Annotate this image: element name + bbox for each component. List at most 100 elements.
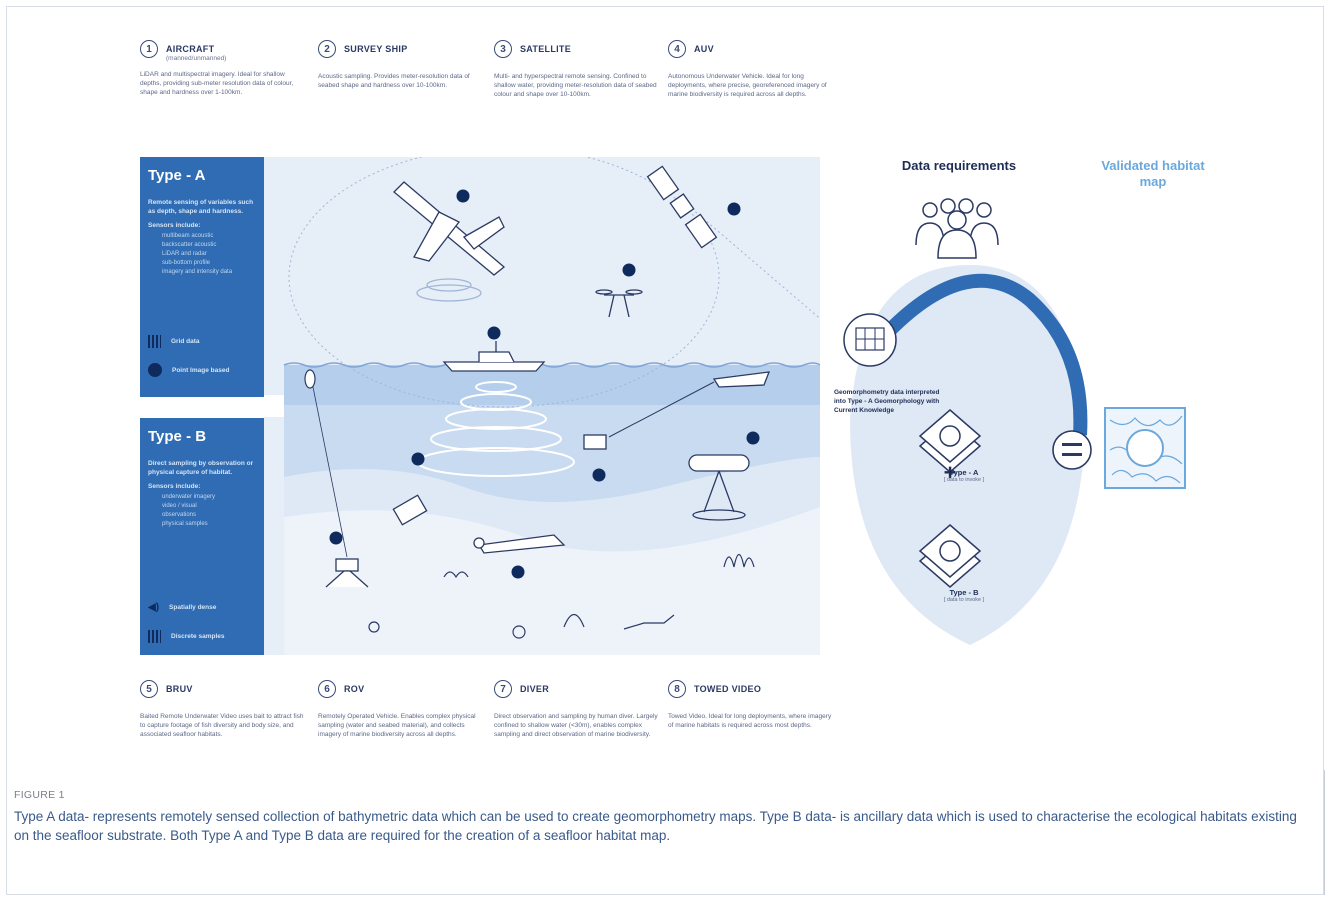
marker-2-ship <box>487 326 501 340</box>
type-b-description: Direct sampling by observation or physic… <box>148 460 254 476</box>
figure-label: FIGURE 1 <box>14 789 65 801</box>
legend-description: Remotely Operated Vehicle. Enables compl… <box>318 713 476 738</box>
marker-4-auv <box>746 431 760 445</box>
legend-description: Direct observation and sampling by human… <box>494 713 658 738</box>
figure-caption: FIGURE 1 Type A data- represents remotel… <box>14 789 1314 845</box>
rov-icon <box>392 494 428 526</box>
requirements-diagram: + <box>843 198 1186 645</box>
legend-number: 7 <box>494 680 512 698</box>
sensor-item: physical samples <box>162 521 208 527</box>
legend-description: Autonomous Underwater Vehicle. Ideal for… <box>668 73 827 98</box>
type-a-sensor-list: multibeam acoustic backscatter acoustic … <box>148 232 256 277</box>
survey-scene-illustration <box>264 157 820 655</box>
legend-subtitle: (manned/unmanned) <box>166 55 227 62</box>
towed-video-icon <box>583 434 607 450</box>
sensor-item: video / visual <box>162 503 197 509</box>
legend-number: 1 <box>140 40 158 58</box>
seafloor-front <box>284 507 820 655</box>
interpretation-arc <box>885 273 1088 436</box>
sensor-item: LiDAR and radar <box>162 251 207 257</box>
key-label: Discrete samples <box>171 633 225 640</box>
marker-5-bruv <box>329 531 343 545</box>
panel-gap <box>264 395 284 417</box>
type-a-title: Type - A <box>148 167 206 184</box>
legend-title: SATELLITE <box>520 44 572 54</box>
legend-survey-ship: 2 SURVEY SHIP Acoustic sampling. Provides… <box>318 40 483 90</box>
sensor-item: sub-bottom profile <box>162 260 211 266</box>
orbit-path <box>288 157 720 408</box>
caption-text: Type A data- represents remotely sensed … <box>14 809 1297 843</box>
type-a-key-point: Point Image based <box>148 363 229 377</box>
discrete-key-icon <box>148 630 161 643</box>
tow-cable <box>608 381 715 438</box>
key-label: Spatially dense <box>169 604 217 611</box>
type-b-layer-icon <box>918 524 982 588</box>
point-key-icon <box>148 363 162 377</box>
marker-1-aircraft <box>456 189 470 203</box>
type-a-description: Remote sensing of variables such as dept… <box>148 199 254 215</box>
type-b-panel: Type - B Direct sampling by observation … <box>140 418 264 655</box>
sensor-item: multibeam acoustic <box>162 233 214 239</box>
legend-towed-video: 8 TOWED VIDEO Towed Video. Ideal for long… <box>668 680 833 730</box>
buoy-icon <box>304 369 316 389</box>
type-a-note: [ data to invoke ] <box>943 477 985 483</box>
figure-frame <box>6 6 1324 895</box>
key-label: Point Image based <box>172 366 230 374</box>
geomorphometry-text: Geomorphometry data interpreted into Typ… <box>834 389 940 414</box>
validated-map-title: Validated habitat map <box>1101 158 1205 189</box>
equals-icon <box>1052 430 1092 470</box>
diver-icon <box>473 534 566 554</box>
sensor-item: underwater imagery <box>162 494 216 500</box>
type-a-layer-icon <box>918 409 982 473</box>
bruv-rope <box>311 381 348 558</box>
aircraft-icon <box>393 181 506 302</box>
satellite-link <box>683 201 820 320</box>
marker-3-satellite <box>727 202 741 216</box>
marker-1-drone <box>622 263 636 277</box>
legend-description: Towed Video. Ideal for long deployments,… <box>668 713 832 729</box>
tow-boat-icon <box>712 371 770 388</box>
legend-number: 2 <box>318 40 336 58</box>
frame-edge <box>1324 770 1325 895</box>
legend-rov: 6 ROV Remotely Operated Vehicle. Enables … <box>318 680 483 739</box>
marker-6-rov <box>411 452 425 466</box>
plus-sign: + <box>944 460 957 485</box>
legend-number: 5 <box>140 680 158 698</box>
seabed-life <box>368 553 755 639</box>
sensor-item: backscatter acoustic <box>162 242 217 248</box>
sensor-item: observations <box>162 512 197 518</box>
wave-line <box>283 362 820 368</box>
bruv-icon <box>325 558 369 588</box>
type-b-note: [ data to invoke ] <box>943 597 985 603</box>
type-b-title: Type - B <box>148 428 207 445</box>
key-label: Grid data <box>171 338 200 345</box>
people-icon <box>915 198 999 259</box>
grid-key-icon <box>148 335 161 348</box>
type-a-label-text: Type - A <box>949 468 979 477</box>
satellite-icon <box>646 165 718 249</box>
type-a-key-grid: Grid data <box>148 335 200 348</box>
legend-title: TOWED VIDEO <box>694 684 762 694</box>
type-b-sensors-heading: Sensors include: <box>148 483 201 490</box>
legend-title: AIRCRAFT <box>166 44 215 54</box>
legend-title: ROV <box>344 684 365 694</box>
type-b-key-discrete: Discrete samples <box>148 630 224 643</box>
legend-description: Acoustic sampling. Provides meter-resolu… <box>318 73 470 89</box>
legend-title: SURVEY SHIP <box>344 44 408 54</box>
type-b-sensor-list: underwater imagery video / visual observ… <box>148 493 256 529</box>
legend-title: AUV <box>694 44 714 54</box>
geomorphometry-icon <box>843 313 897 367</box>
legend-title: DIVER <box>520 684 550 694</box>
legend-title: BRUV <box>166 684 193 694</box>
speaker-icon: ◀) <box>148 602 160 613</box>
legend-number: 8 <box>668 680 686 698</box>
legend-diver: 7 DIVER Direct observation and sampling b… <box>494 680 659 739</box>
auv-icon <box>688 454 750 521</box>
sensor-item: imagery and intensity data <box>162 269 233 275</box>
legend-number: 6 <box>318 680 336 698</box>
type-b-label-text: Type - B <box>949 588 979 597</box>
